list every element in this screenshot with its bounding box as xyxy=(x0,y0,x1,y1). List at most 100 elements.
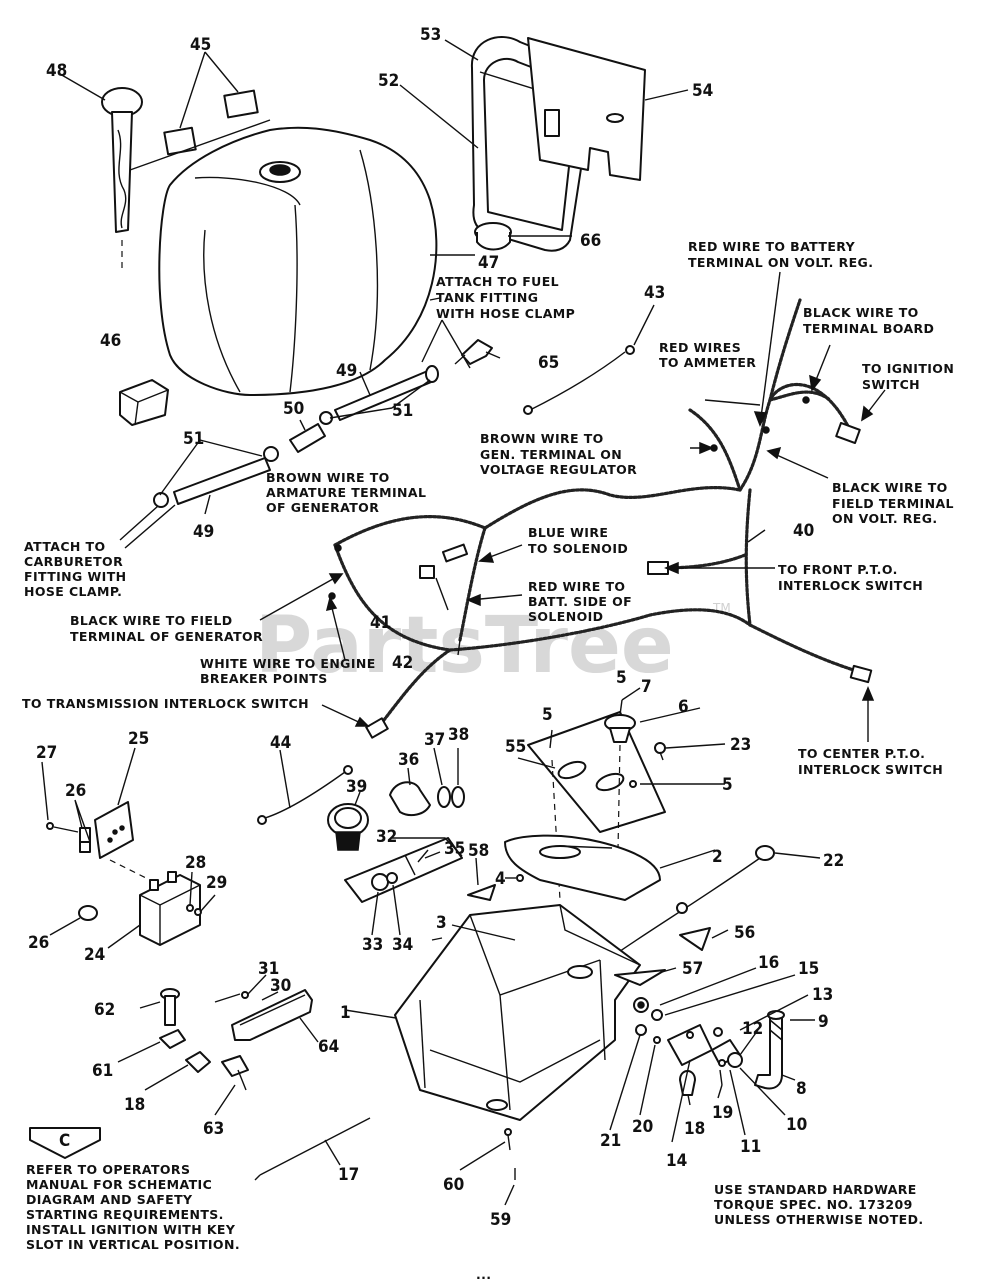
note-red-wire-batt-side: RED WIRE TO BATT. SIDE OF SOLENOID xyxy=(528,579,632,624)
note-attach-fuel-tank: ATTACH TO FUEL TANK FITTING WITH HOSE CL… xyxy=(436,274,575,321)
svg-text:ARMATURE TERMINAL: ARMATURE TERMINAL xyxy=(266,485,426,500)
callout-33: 33 xyxy=(362,935,383,955)
callout-27: 27 xyxy=(36,743,57,763)
svg-text:TO FRONT P.T.O.: TO FRONT P.T.O. xyxy=(778,562,898,577)
callout-29: 29 xyxy=(206,873,227,893)
callout-c: C xyxy=(59,1131,70,1151)
callout-61: 61 xyxy=(92,1061,113,1081)
clip-parts-3-4-56-57-58 xyxy=(431,857,729,986)
svg-text:RED WIRES: RED WIRES xyxy=(659,340,741,355)
mounting-plate-part-54 xyxy=(527,37,646,181)
callout-48: 48 xyxy=(46,61,67,81)
callout-19: 19 xyxy=(712,1103,733,1123)
callout-37: 37 xyxy=(424,730,445,750)
bolt-part-62 xyxy=(139,988,180,1026)
svg-text:VOLTAGE REGULATOR: VOLTAGE REGULATOR xyxy=(480,462,637,477)
clip-part-61 xyxy=(117,1029,186,1063)
note-white-wire-breaker: WHITE WIRE TO ENGINE BREAKER POINTS xyxy=(200,656,375,686)
svg-text:TORQUE SPEC. NO. 173209: TORQUE SPEC. NO. 173209 xyxy=(714,1197,913,1212)
note-brown-wire-armature: BROWN WIRE TO ARMATURE TERMINAL OF GENER… xyxy=(266,470,426,515)
callout-57: 57 xyxy=(682,959,703,979)
svg-text:OF GENERATOR: OF GENERATOR xyxy=(266,500,379,515)
svg-text:FIELD TERMINAL: FIELD TERMINAL xyxy=(832,496,954,511)
callout-55: 55 xyxy=(505,737,526,757)
callout-5-left: 5 xyxy=(542,705,553,725)
callout-59: 59 xyxy=(490,1210,511,1230)
callout-17: 17 xyxy=(338,1165,359,1185)
footer-ellipsis: ... xyxy=(476,1267,491,1280)
ammeter-parts-6-7-23 xyxy=(549,687,726,901)
callout-3: 3 xyxy=(436,913,447,933)
note-attach-carburetor: ATTACH TO CARBURETOR FITTING WITH HOSE C… xyxy=(24,539,126,599)
callout-60: 60 xyxy=(443,1175,464,1195)
svg-text:TO TRANSMISSION INTERLOCK SWIT: TO TRANSMISSION INTERLOCK SWITCH xyxy=(22,696,309,711)
callout-54: 54 xyxy=(692,81,713,101)
svg-text:TO AMMETER: TO AMMETER xyxy=(659,355,756,370)
svg-text:INSTALL IGNITION WITH KEY: INSTALL IGNITION WITH KEY xyxy=(26,1222,236,1237)
harness-connectors xyxy=(328,396,873,739)
decals-part-45 xyxy=(129,89,271,171)
rod-part-17 xyxy=(254,1117,371,1181)
svg-text:STARTING REQUIREMENTS.: STARTING REQUIREMENTS. xyxy=(26,1207,224,1222)
svg-text:CARBURETOR: CARBURETOR xyxy=(24,554,123,569)
callout-51-left: 51 xyxy=(183,429,204,449)
callout-62: 62 xyxy=(94,1000,115,1020)
ammeter-gauge-part-39 xyxy=(327,791,369,851)
callout-15: 15 xyxy=(798,959,819,979)
callout-14: 14 xyxy=(666,1151,687,1171)
callout-39: 39 xyxy=(346,777,367,797)
callout-45: 45 xyxy=(190,35,211,55)
svg-text:TERMINAL ON VOLT. REG.: TERMINAL ON VOLT. REG. xyxy=(688,255,873,270)
callout-5-right: 5 xyxy=(722,775,733,795)
note-front-pto: TO FRONT P.T.O. INTERLOCK SWITCH xyxy=(778,562,923,593)
callout-47: 47 xyxy=(478,253,499,273)
svg-text:BLACK WIRE TO: BLACK WIRE TO xyxy=(803,305,919,320)
callout-12: 12 xyxy=(742,1019,763,1039)
svg-text:FITTING WITH: FITTING WITH xyxy=(24,569,126,584)
svg-text:USE STANDARD HARDWARE: USE STANDARD HARDWARE xyxy=(714,1182,917,1197)
ground-strap-part-43 xyxy=(523,304,655,415)
callout-30: 30 xyxy=(270,976,291,996)
note-to-ignition-switch: TO IGNITION SWITCH xyxy=(862,361,954,392)
wiring-harness-part-40 xyxy=(333,298,862,727)
svg-text:HOSE CLAMP.: HOSE CLAMP. xyxy=(24,584,122,599)
callout-64: 64 xyxy=(318,1037,339,1057)
svg-text:WITH HOSE CLAMP: WITH HOSE CLAMP xyxy=(436,306,575,321)
callout-66: 66 xyxy=(580,231,601,251)
callout-49-upper: 49 xyxy=(336,361,357,381)
fuel-gauge-part-48 xyxy=(101,87,143,270)
callout-49-lower: 49 xyxy=(193,522,214,542)
svg-text:SWITCH: SWITCH xyxy=(862,377,920,392)
callout-52: 52 xyxy=(378,71,399,91)
wiring-leader-arrows xyxy=(259,271,886,742)
svg-text:TO SOLENOID: TO SOLENOID xyxy=(528,541,628,556)
callout-9: 9 xyxy=(818,1012,829,1032)
callout-28: 28 xyxy=(185,853,206,873)
callout-16: 16 xyxy=(758,953,779,973)
svg-text:BREAKER POINTS: BREAKER POINTS xyxy=(200,671,328,686)
switch-bracket-part-32 xyxy=(344,837,463,936)
callout-40: 40 xyxy=(793,521,814,541)
ground-strap-part-44 xyxy=(257,749,353,825)
svg-text:BROWN WIRE TO: BROWN WIRE TO xyxy=(266,470,390,485)
terminal-board-part-25 xyxy=(41,747,151,881)
callout-7: 7 xyxy=(641,677,652,697)
svg-text:TO CENTER P.T.O.: TO CENTER P.T.O. xyxy=(798,746,925,761)
callout-26-spacer: 26 xyxy=(28,933,49,953)
svg-text:RED WIRE TO: RED WIRE TO xyxy=(528,579,625,594)
note-hardware-torque: USE STANDARD HARDWARE TORQUE SPEC. NO. 1… xyxy=(714,1182,923,1227)
callout-1: 1 xyxy=(340,1003,351,1023)
callout-24: 24 xyxy=(84,945,105,965)
svg-text:BATT. SIDE OF: BATT. SIDE OF xyxy=(528,594,632,609)
callout-numbers: 48 45 53 52 54 47 66 43 46 65 49 50 51 5… xyxy=(28,25,844,1230)
note-center-pto: TO CENTER P.T.O. INTERLOCK SWITCH xyxy=(798,746,943,777)
callout-50: 50 xyxy=(283,399,304,419)
note-black-wire-field-gen: BLACK WIRE TO FIELD TERMINAL OF GENERATO… xyxy=(70,613,263,644)
callout-34: 34 xyxy=(392,935,413,955)
callout-46: 46 xyxy=(100,331,121,351)
svg-text:SOLENOID: SOLENOID xyxy=(528,609,603,624)
svg-text:BLUE WIRE: BLUE WIRE xyxy=(528,525,608,540)
callout-32: 32 xyxy=(376,827,397,847)
callout-20: 20 xyxy=(632,1117,653,1137)
note-red-wires-ammeter: RED WIRES TO AMMETER xyxy=(659,340,756,370)
